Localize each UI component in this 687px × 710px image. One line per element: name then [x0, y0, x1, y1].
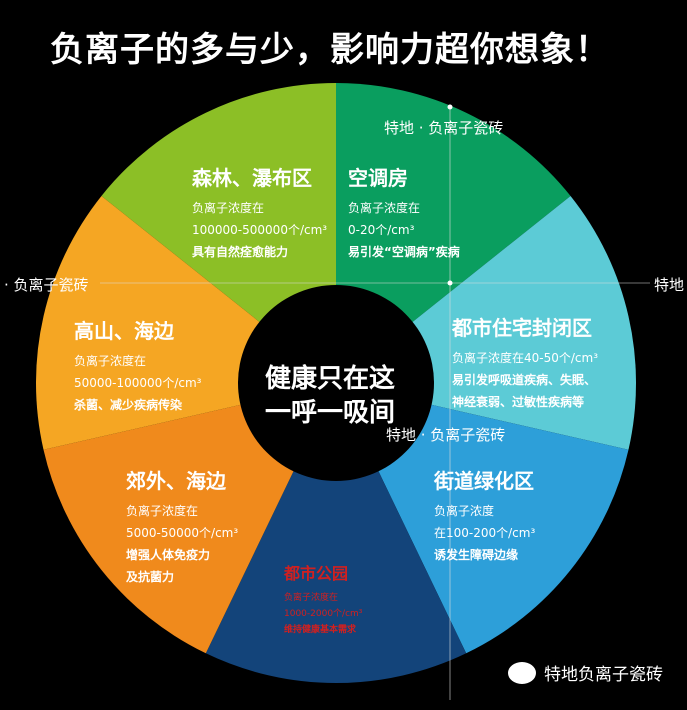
- watermark-center: 特地 · 负离子瓷砖: [386, 426, 506, 444]
- wechat-icon: [508, 661, 536, 684]
- segment-aircon-room: 空调房 负离子浓度在 0-20个/cm³ 易引发“空调病”疾病: [348, 166, 460, 259]
- brand-name: 特地负离子瓷砖: [544, 665, 663, 685]
- sector-5: [43, 383, 336, 654]
- sector-4: [205, 383, 467, 683]
- watermark-right: 特地: [654, 276, 685, 294]
- segment-city-park: 都市公园 负离子浓度在 1000-2000个/cm³ 维持健康基本需求: [284, 564, 363, 635]
- segment-mountain-seaside: 高山、海边 负离子浓度在 50000-100000个/cm³ 杀菌、减少疾病传染: [74, 319, 202, 412]
- segment-street-green: 街道绿化区 负离子浓度 在100-200个/cm³ 诱发生障碍边缘: [434, 469, 536, 562]
- watermark-left: · 负离子瓷砖: [4, 276, 89, 294]
- center-circle: [238, 285, 434, 481]
- sector-3: [336, 383, 629, 654]
- watermark-top: 特地 · 负离子瓷砖: [384, 119, 504, 137]
- brand-logo: 特地负离子瓷砖: [508, 660, 663, 685]
- segment-forest: 森林、瀑布区 负离子浓度在 100000-500000个/cm³ 具有自然痊愈能…: [192, 166, 328, 259]
- segment-suburb-seaside: 郊外、海边 负离子浓度在 5000-50000个/cm³ 增强人体免疫力 及抗菌…: [126, 469, 239, 584]
- page-title: 负离子的多与少，影响力超你想象！: [50, 30, 610, 70]
- center-slogan: 健康只在这 一呼一吸间: [264, 364, 395, 428]
- segment-urban-residence: 都市住宅封闭区 负离子浓度在40-50个/cm³ 易引发呼吸道疾病、失眠、 神经…: [452, 316, 599, 409]
